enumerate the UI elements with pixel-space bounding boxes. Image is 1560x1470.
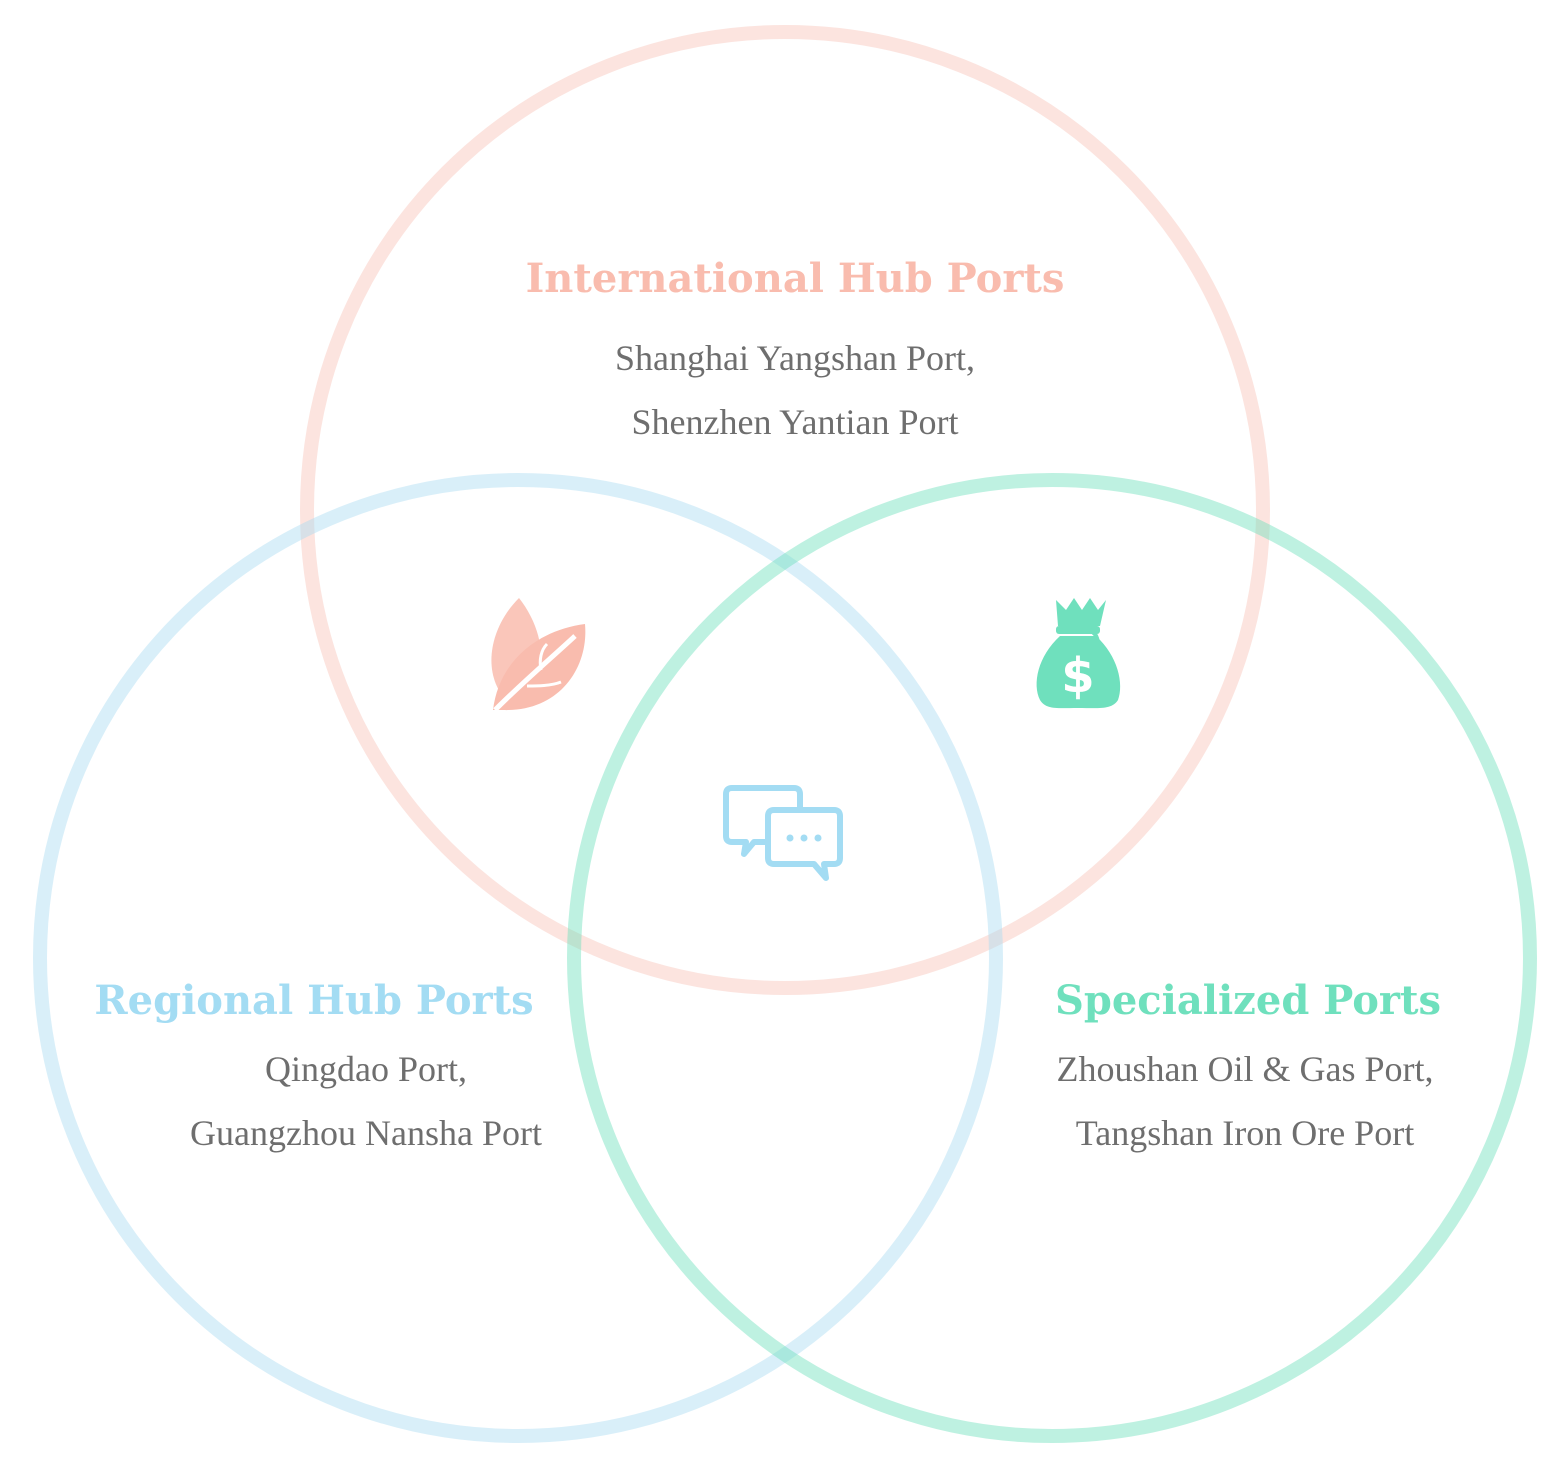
svg-text:$: $ xyxy=(1061,648,1094,704)
specialized-line1: Zhoushan Oil & Gas Port, xyxy=(1057,1049,1434,1089)
leaf-icon xyxy=(491,598,586,712)
international-line2: Shenzhen Yantian Port xyxy=(632,402,959,442)
regional-title: Regional Hub Ports xyxy=(94,977,533,1024)
international-line1: Shanghai Yangshan Port, xyxy=(615,338,975,378)
circle-regional xyxy=(33,473,1003,1443)
international-title: International Hub Ports xyxy=(526,255,1065,302)
regional-line2: Guangzhou Nansha Port xyxy=(190,1113,542,1153)
money-bag-icon: $ xyxy=(1036,598,1121,709)
specialized-title: Specialized Ports xyxy=(1055,977,1441,1024)
circle-international xyxy=(300,25,1270,995)
circle-specialized xyxy=(567,473,1537,1443)
chat-bubbles-icon xyxy=(723,785,843,881)
regional-line1: Qingdao Port, xyxy=(265,1049,467,1089)
specialized-line2: Tangshan Iron Ore Port xyxy=(1076,1113,1414,1153)
